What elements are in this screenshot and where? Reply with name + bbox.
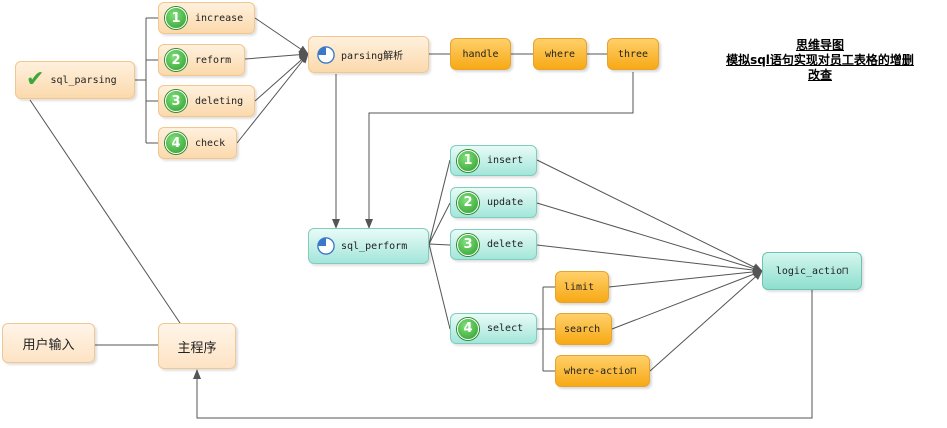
node-where-label: where [544,48,576,60]
node-main-program-label: 主程序 [177,340,217,356]
number-4-icon: 4 [457,317,479,340]
node-three[interactable]: three [607,38,659,70]
edge-perform-update [428,202,451,245]
node-deleting[interactable]: 3 deleting [158,85,255,117]
node-handle-label: handle [462,48,499,60]
title-line-2: 模拟sql语句实现对员工表格的增删 [726,53,914,67]
node-search[interactable]: search [555,313,612,345]
edge-increase-parsing [254,17,309,55]
number-3-icon: 3 [165,90,187,112]
pie-chart-icon [317,45,335,64]
node-update[interactable]: 2 update [450,187,537,218]
node-handle[interactable]: handle [450,38,511,70]
node-insert[interactable]: 1 insert [450,145,537,176]
number-3-icon: 3 [457,233,479,256]
edge-perform-delete [428,243,451,246]
title-line-1: 思维导图 [795,38,844,52]
check-icon: ✔ [26,67,45,92]
node-reform-label: reform [195,54,232,66]
number-2-icon: 2 [457,191,479,214]
node-parsing-label: parsing解析 [341,51,404,62]
node-update-label: update [487,197,524,208]
node-sql-perform[interactable]: sql_perform [308,228,429,264]
node-where[interactable]: where [533,38,587,70]
node-deleting-label: deleting [195,95,244,107]
edge-update-logic [536,202,763,273]
edge-bracket-select [537,286,555,372]
node-user-input[interactable]: 用户输入 [2,323,95,363]
edge-logic-main [193,290,813,419]
node-where-action[interactable]: where-actio⊓ [555,355,650,387]
node-select-label: select [487,323,524,334]
node-reform[interactable]: 2 reform [158,44,245,76]
node-three-label: three [617,48,649,60]
node-sql-perform-label: sql_perform [341,240,408,252]
node-logic-action-label: logic_actio⊓ [775,265,849,277]
edge-insert-logic [536,159,763,272]
number-1-icon: 1 [165,7,187,29]
number-1-icon: 1 [457,149,479,172]
edge-limit-logic [608,267,763,288]
node-sql-parsing[interactable]: ✔ sql_parsing [15,61,135,99]
edge-search-logic [611,270,763,330]
number-2-icon: 2 [165,49,187,71]
node-select[interactable]: 4 select [450,313,537,344]
edge-perform-insert [428,159,451,245]
node-check-label: check [195,137,226,149]
node-delete[interactable]: 3 delete [450,229,537,260]
node-limit[interactable]: limit [555,271,609,303]
edge-check-parsing [236,53,309,144]
edge-whereaction-logic [649,270,763,372]
pie-chart-icon [317,237,335,255]
diagram-title: 思维导图 模拟sql语句实现对员工表格的增删 改查 [700,38,940,83]
number-4-icon: 4 [165,132,187,154]
node-check[interactable]: 4 check [158,127,237,159]
node-delete-label: delete [487,239,524,250]
node-insert-label: insert [487,155,524,166]
edge-three-perform [365,72,634,229]
edge-main-parsing [29,99,181,324]
title-line-3: 改查 [807,68,832,82]
edge-deleting-parsing [254,53,309,102]
edge-delete-logic [536,244,763,274]
node-logic-action[interactable]: logic_actio⊓ [762,252,862,290]
node-limit-label: limit [564,281,595,293]
node-increase-label: increase [195,12,244,24]
node-where-action-label: where-actio⊓ [564,365,637,377]
edge-bracket-sql-parsing [135,17,158,144]
node-user-input-label: 用户输入 [22,337,75,353]
node-increase[interactable]: 1 increase [158,2,255,34]
edge-reform-parsing [244,50,309,60]
node-sql-parsing-label: sql_parsing [50,74,117,86]
node-parsing[interactable]: parsing解析 [308,36,429,73]
edge-perform-select [428,243,451,330]
node-search-label: search [564,323,601,335]
node-main-program[interactable]: 主程序 [158,323,236,369]
